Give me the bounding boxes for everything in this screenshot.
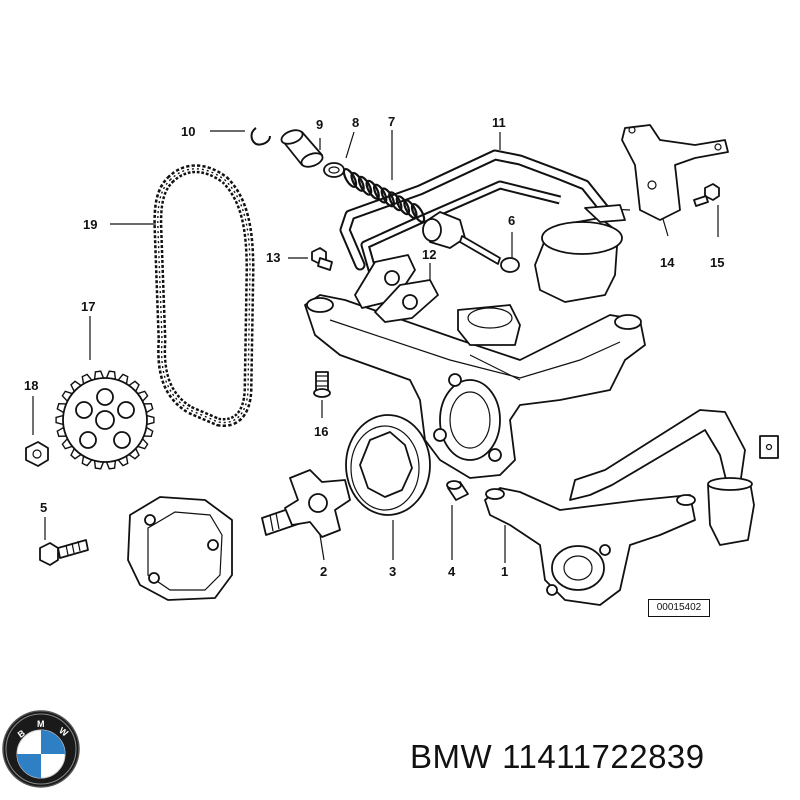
callout-19: 19 xyxy=(83,217,97,232)
outer-rotor xyxy=(345,414,431,516)
callout-12: 12 xyxy=(422,247,436,262)
callout-11: 11 xyxy=(492,115,506,130)
callout-labels: 10 9 8 7 11 6 12 13 19 14 15 16 17 18 5 … xyxy=(24,114,724,579)
callout-2: 2 xyxy=(320,564,327,579)
screw-13 xyxy=(311,247,333,271)
diagram-code: 00015402 xyxy=(648,599,710,617)
pickup-cup xyxy=(534,204,626,303)
brand-name: BMW xyxy=(410,738,493,775)
dowel-pin xyxy=(446,480,469,501)
callout-10: 10 xyxy=(181,124,195,139)
screw-16 xyxy=(313,371,331,398)
oil-pump-housing xyxy=(304,294,646,479)
pump-shaft xyxy=(261,469,351,538)
callout-15: 15 xyxy=(710,255,724,270)
callout-3: 3 xyxy=(389,564,396,579)
svg-text:M: M xyxy=(37,719,45,729)
lower-pump-body xyxy=(484,409,779,606)
bracket xyxy=(621,124,729,221)
callout-5: 5 xyxy=(40,500,47,515)
leader-lines xyxy=(32,130,719,563)
callout-14: 14 xyxy=(660,255,675,270)
spring xyxy=(342,168,426,223)
callout-8: 8 xyxy=(352,115,359,130)
callout-6: 6 xyxy=(508,213,515,228)
piston xyxy=(422,211,520,273)
callout-16: 16 xyxy=(314,424,328,439)
callout-7: 7 xyxy=(388,114,395,129)
flange-gasket xyxy=(354,254,439,323)
bmw-logo: B M W xyxy=(2,710,80,788)
bolt-5 xyxy=(39,539,89,566)
hex-nut xyxy=(25,441,49,467)
washer xyxy=(323,162,345,178)
part-number: 11411722839 xyxy=(502,738,705,775)
callout-1: 1 xyxy=(501,564,508,579)
callout-4: 4 xyxy=(448,564,456,579)
callout-13: 13 xyxy=(266,250,280,265)
spring-coil xyxy=(410,203,426,223)
cover-plate xyxy=(127,496,233,601)
svg-text:B: B xyxy=(16,728,27,740)
sleeve xyxy=(280,129,324,168)
screw-15 xyxy=(693,183,720,207)
circlip xyxy=(250,127,271,146)
timing-chain xyxy=(153,164,255,427)
callout-9: 9 xyxy=(316,117,323,132)
sprocket-gear xyxy=(55,370,155,470)
callout-17: 17 xyxy=(81,299,95,314)
callout-18: 18 xyxy=(24,378,38,393)
